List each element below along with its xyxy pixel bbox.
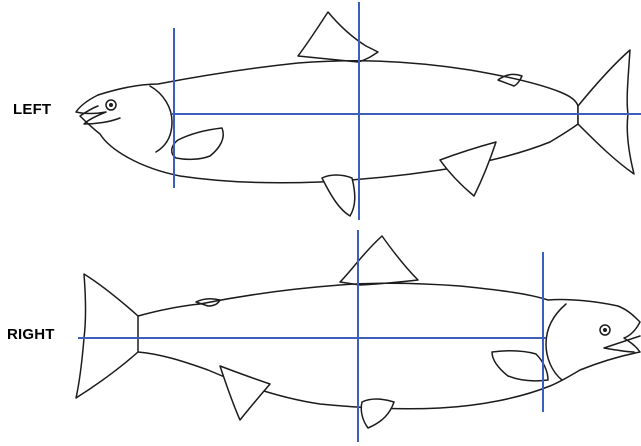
left-fish-gill-cover [150,86,172,152]
left-fish-dorsal-fin [298,12,378,62]
right-fish-tail-fin [76,274,138,398]
right-fish-pelvic-fin [361,399,394,428]
right-fish-pupil [603,328,607,332]
right-view-guides [78,230,546,442]
right-fish-mouth [604,336,640,352]
right-fish-anal-fin [220,366,270,420]
right-fish-body-outline [138,283,640,409]
right-fish-pectoral-fin [492,351,548,381]
left-view-guides [172,2,641,220]
left-fish-pectoral-fin [172,128,224,159]
right-fish-gill-cover [546,304,566,380]
left-fish-pelvic-fin [322,175,355,216]
left-fish-pupil [109,103,113,107]
left-fish-anal-fin [440,142,496,196]
left-fish-tail-fin [578,50,634,174]
right-fish-dorsal-fin [340,236,418,285]
